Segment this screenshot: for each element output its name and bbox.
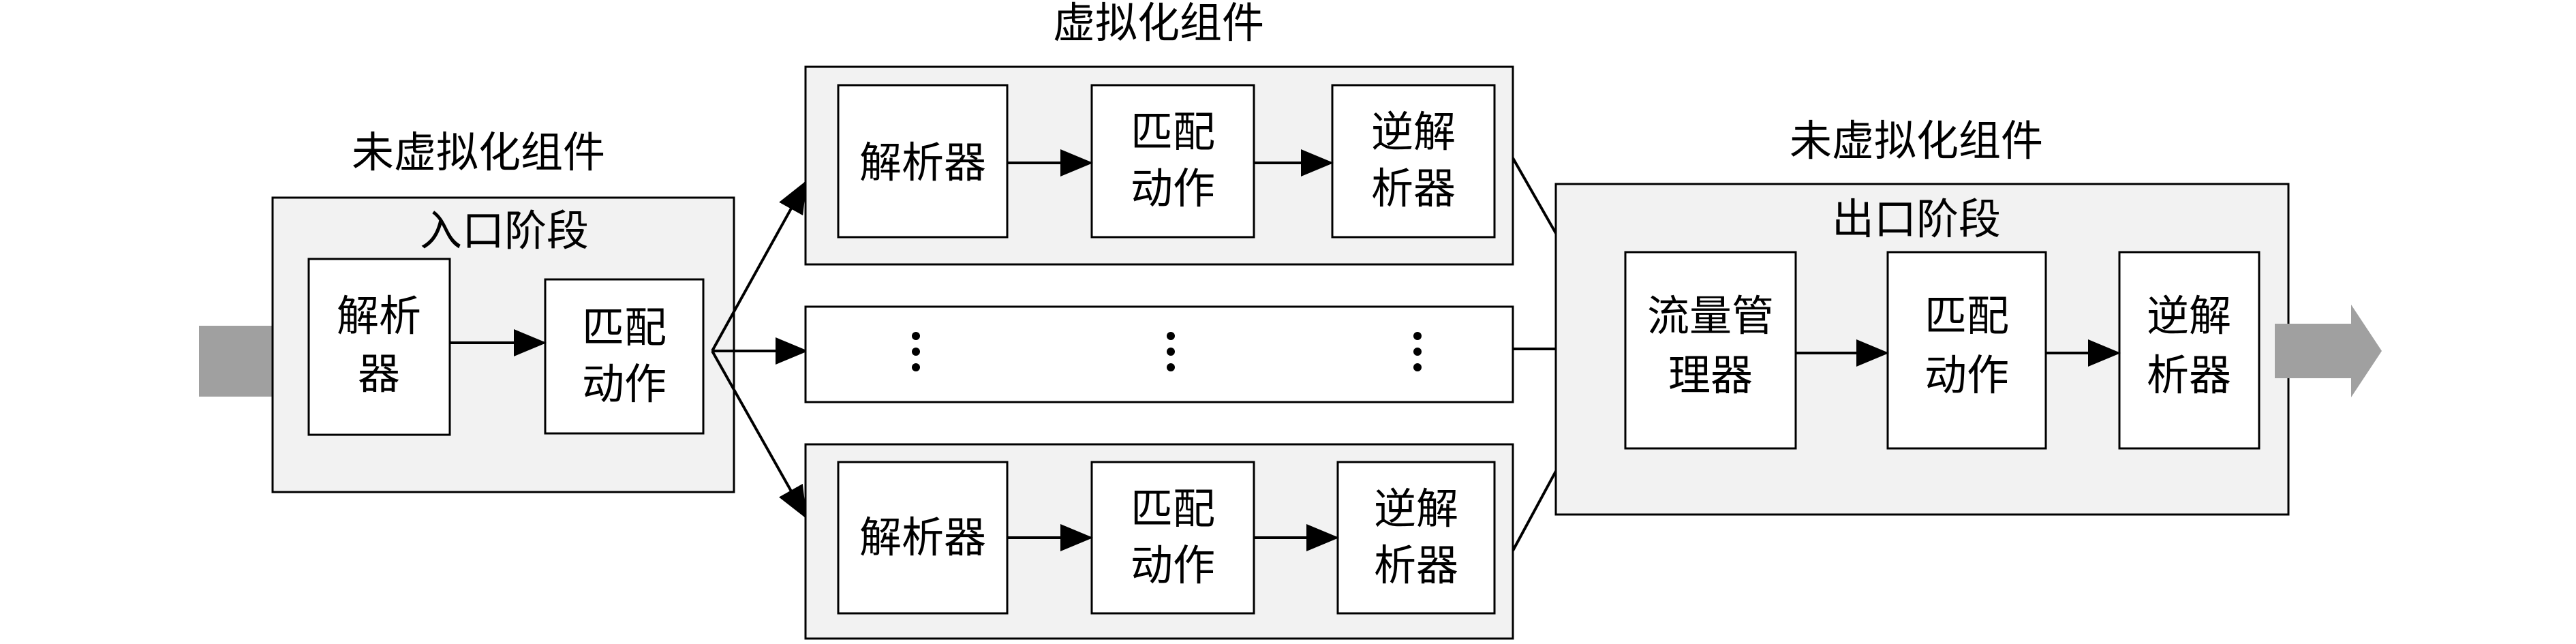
- vtop-deparser-label-line1: 逆解: [1371, 107, 1456, 157]
- ingress-parser-label-line1: 解析: [337, 291, 421, 341]
- egress-deparser-label-line1: 逆解: [2147, 291, 2231, 341]
- fanout-arrow-bottom: [711, 350, 807, 519]
- output-arrow-icon: [2275, 305, 2382, 397]
- ellipsis-icon: [912, 332, 920, 371]
- vbottom-parser-box: [837, 461, 1009, 615]
- ingress-match-action-label-line2: 动作: [582, 359, 666, 409]
- egress-traffic-manager-box: [1624, 251, 1797, 450]
- virtual-pipeline-middle-bar: [804, 305, 1514, 403]
- vbottom-match-action-label-line1: 匹配: [1131, 484, 1215, 534]
- ellipsis-icon: [1413, 332, 1422, 371]
- egress-stage-title: 出口阶段: [1832, 194, 2001, 244]
- vtop-match-action-label-line2: 动作: [1131, 164, 1215, 213]
- ingress-match-action-label-line1: 匹配: [582, 303, 666, 352]
- middle-component-title: 虚拟化组件: [1053, 0, 1264, 48]
- egress-deparser-label-line2: 析器: [2147, 350, 2231, 400]
- vtop-parser-box: [837, 84, 1009, 239]
- egress-match-action-label-line2: 动作: [1925, 350, 2009, 400]
- vtop-parser-label: 解析器: [859, 138, 986, 187]
- vbottom-deparser-box: [1336, 461, 1496, 615]
- vbottom-deparser-label-line2: 析器: [1374, 540, 1458, 590]
- left-component-title: 未虚拟化组件: [352, 127, 605, 177]
- vbottom-match-action-label-line2: 动作: [1131, 540, 1215, 590]
- vbottom-deparser-label-line1: 逆解: [1374, 484, 1458, 534]
- vtop-deparser-label-line2: 析器: [1371, 164, 1456, 213]
- egress-match-action-box: [1886, 251, 2047, 450]
- ingress-stage-title: 入口阶段: [420, 206, 589, 256]
- vbottom-parser-label: 解析器: [859, 512, 986, 562]
- fanout-arrow-top: [711, 180, 807, 352]
- egress-traffic-manager-label-line1: 流量管: [1647, 291, 1774, 341]
- ingress-parser-box: [307, 258, 451, 436]
- egress-match-action-label-line1: 匹配: [1925, 291, 2009, 341]
- ingress-match-action-box: [544, 278, 705, 435]
- vtop-match-action-label-line1: 匹配: [1131, 107, 1215, 157]
- ingress-parser-label-line2: 器: [358, 349, 400, 399]
- ellipsis-icon: [1167, 332, 1175, 371]
- egress-traffic-manager-label-line2: 理器: [1668, 350, 1753, 400]
- right-component-title: 未虚拟化组件: [1790, 116, 2043, 166]
- egress-deparser-box: [2118, 251, 2260, 450]
